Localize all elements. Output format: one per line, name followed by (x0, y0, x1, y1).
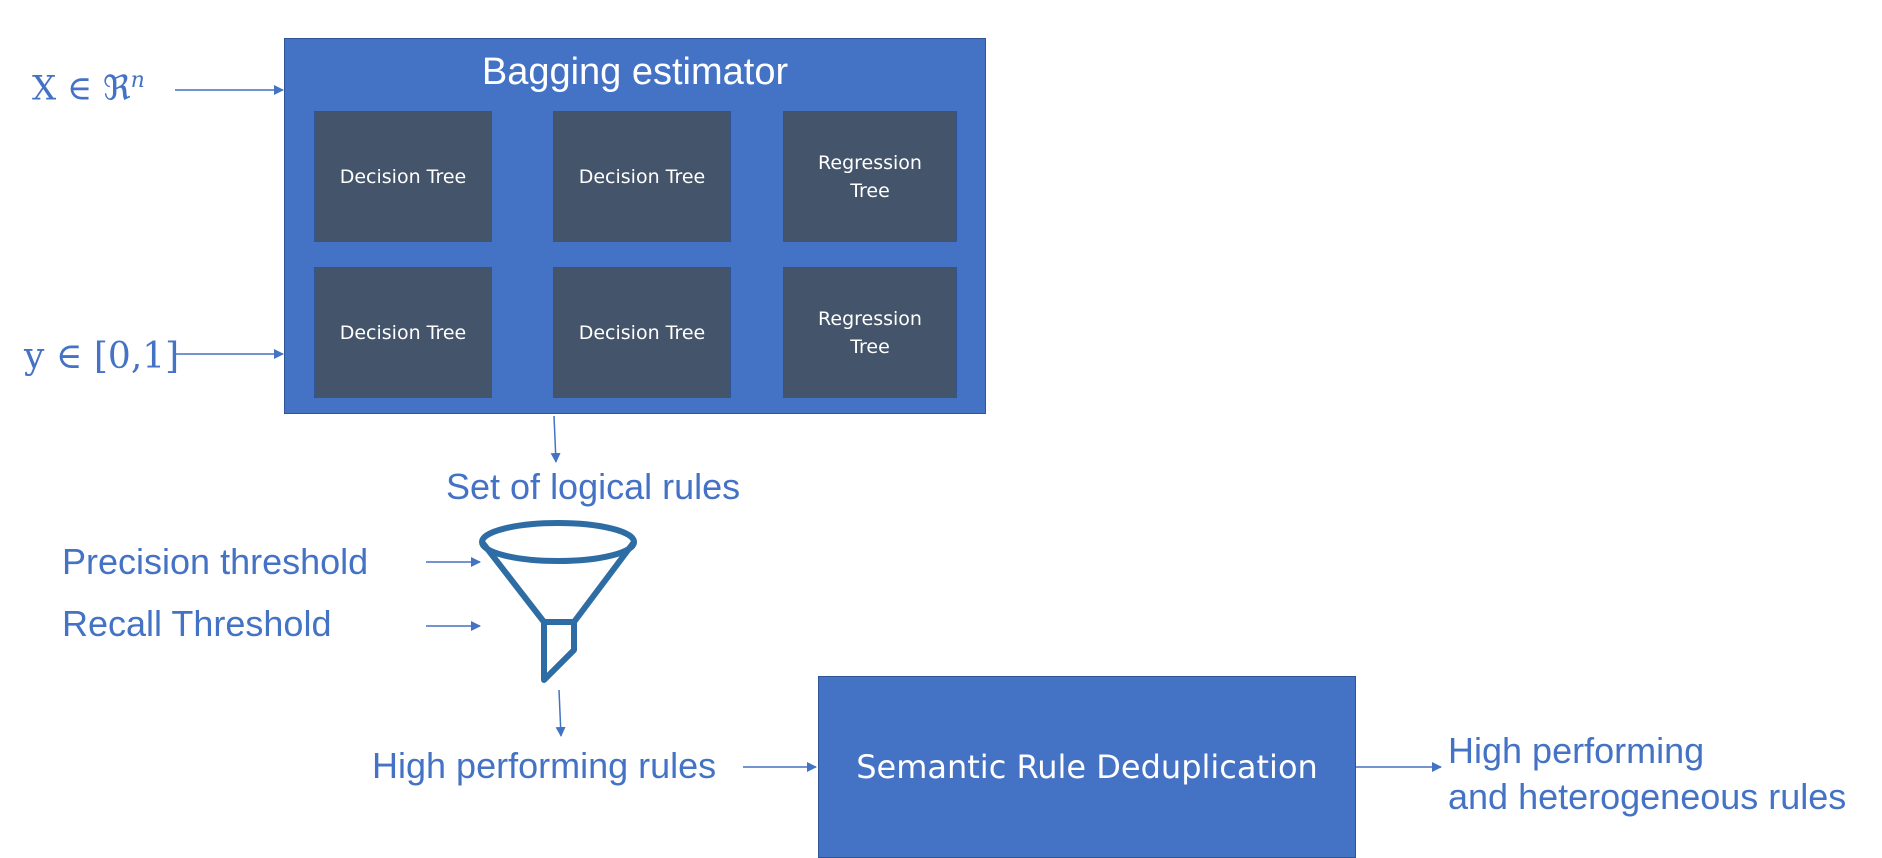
output-label: High performing and heterogeneous rules (1448, 728, 1846, 820)
x-input-label: X ∈ ℜn (32, 68, 145, 108)
estimator-to-rules-arrow (550, 415, 561, 463)
tree-label-line1: Regression (818, 307, 922, 330)
tree-label: Decision Tree (339, 165, 467, 188)
tree-box-3: Regression Tree (783, 111, 957, 242)
y-input-label: y ∈ [0,1] (24, 336, 180, 377)
recall-threshold-label: Recall Threshold (62, 603, 332, 644)
semantic-rule-deduplication-label: Semantic Rule Deduplication (856, 748, 1318, 786)
funnel-to-high-performing-arrow (555, 689, 566, 737)
output-line-1: High performing (1448, 730, 1705, 771)
tree-box-5: Decision Tree (553, 267, 731, 398)
tree-box-6: Regression Tree (783, 267, 957, 398)
tree-label: Decision Tree (578, 165, 706, 188)
tree-label: Decision Tree (578, 321, 706, 344)
tree-label: Decision Tree (339, 321, 467, 344)
tree-box-4: Decision Tree (314, 267, 492, 398)
tree-label-line1: Regression (818, 151, 922, 174)
x-input-exponent: n (130, 68, 145, 93)
high-performing-rules-label: High performing rules (372, 745, 717, 786)
funnel-icon (479, 520, 637, 683)
tree-box-2: Decision Tree (553, 111, 731, 242)
bagging-estimator-title: Bagging estimator (481, 51, 789, 93)
tree-label-line2: Tree (850, 179, 890, 202)
x-input-text: X ∈ ℜ (32, 68, 131, 109)
output-line-2: and heterogeneous rules (1448, 776, 1847, 817)
tree-box-1: Decision Tree (314, 111, 492, 242)
precision-threshold-label: Precision threshold (62, 541, 369, 582)
tree-label-line2: Tree (850, 335, 890, 358)
set-of-logical-rules-label: Set of logical rules (446, 466, 741, 507)
bagging-estimator-box: Bagging estimator Decision Tree Decision… (284, 38, 986, 414)
